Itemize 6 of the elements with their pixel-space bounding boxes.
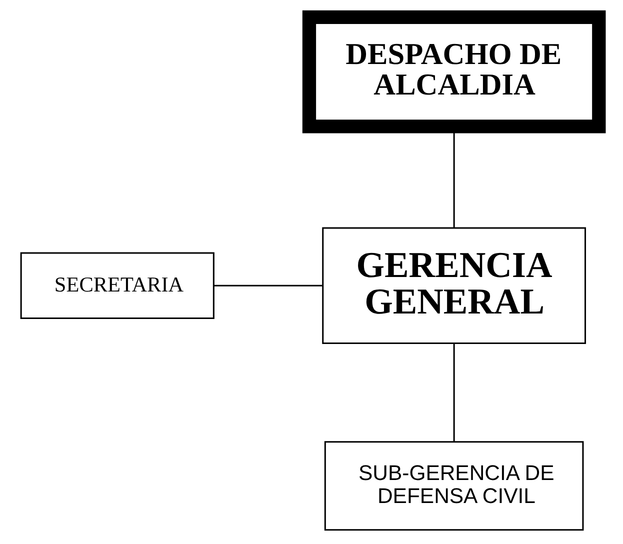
connector <box>214 284 322 286</box>
node-box: GERENCIA GENERAL <box>322 227 586 344</box>
node-box: SECRETARIA <box>20 252 214 320</box>
node-box: DESPACHO DE ALCALDIA <box>302 10 606 134</box>
node-box: SUB-GERENCIA DE DEFENSA CIVIL <box>324 441 584 531</box>
connector <box>453 344 455 442</box>
